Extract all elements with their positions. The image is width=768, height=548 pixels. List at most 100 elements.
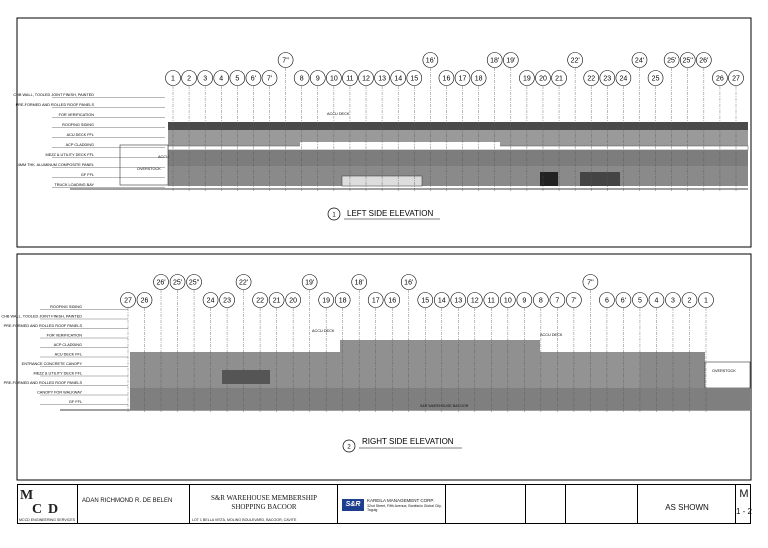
bottom-acu-deck-1: ACCU DECK (312, 329, 335, 333)
note-label: ROOFING SIDING (50, 305, 82, 309)
svg-text:C: C (32, 502, 42, 517)
gridline-label: 14 (438, 298, 446, 305)
gridline-label: 11 (346, 76, 353, 83)
gridline-bubble (268, 292, 285, 308)
gridline-bubble (516, 292, 533, 308)
gridline-bubble (615, 70, 632, 86)
designer-cell: ADAN RICHMOND R. DE BELEN (78, 485, 190, 523)
gridline-bubble (422, 52, 439, 68)
gridline-label: 7 (555, 298, 559, 305)
project-line2: SHOPPING BACOOR (231, 503, 297, 511)
project-line1: S&R WAREHOUSE MEMBERSHIP (210, 494, 318, 502)
firm-name: MCCD ENGINEERING SERVICES (19, 517, 76, 522)
gridline-label: 20 (539, 76, 547, 83)
gridline-label: 1 (171, 76, 175, 83)
gridline-label: 13 (454, 298, 462, 305)
gridline-label: 18 (339, 298, 347, 305)
scale-cell: AS SHOWN (638, 485, 736, 523)
top-title-number: 1 (332, 213, 336, 219)
bottom-title: RIGHT SIDE ELEVATION (362, 437, 454, 446)
top-acu-deck: ACCU DECK (327, 112, 350, 116)
note-label: PRE-FORMED AND ROLLED ROOF PANELS (4, 324, 83, 328)
gridline-bubble (326, 70, 342, 86)
gridline-bubble (301, 274, 318, 290)
top-overstock: OVERSTOCK (137, 167, 161, 171)
gridline-label: 10 (330, 76, 338, 83)
gridline-bubble (648, 292, 665, 308)
gridline-bubble (285, 292, 301, 308)
note-label: ENTRANCE CONCRETE CANOPY (22, 362, 83, 366)
gridline-bubble (502, 52, 519, 68)
gridline-bubble (712, 70, 728, 86)
gridline-label: 6' (621, 298, 626, 305)
gridline-label: 9 (316, 76, 320, 83)
sheet-prefix: M (739, 488, 749, 500)
blank-cell-2 (526, 485, 566, 523)
gridline-label: 14 (394, 76, 402, 83)
note-label: PRE-FORMED AND ROLLED ROOF PANELS (16, 103, 95, 107)
bottom-title-number: 2 (347, 445, 351, 451)
gridline-bubble (583, 70, 600, 86)
note-label: ACP CLADDING (66, 143, 94, 147)
gridline-bubble (615, 292, 632, 308)
gridline-bubble (406, 70, 423, 86)
firm-logo-icon: M C D (20, 488, 58, 517)
gridline-label: 22 (587, 76, 595, 83)
gridline-bubble (197, 70, 213, 86)
gridline-label: 15 (421, 298, 429, 305)
blank-cell-3 (566, 485, 638, 523)
gridline-bubble (433, 292, 450, 308)
gridline-bubble (384, 292, 401, 308)
gridline-label: 15 (410, 76, 418, 83)
gridline-label: 8 (539, 298, 543, 305)
bottom-left-notes: ROOFING SIDING CHB WALL, TOOLED JOINT FIN… (1, 305, 128, 405)
gridline-label: 7' (571, 298, 576, 305)
gridline-bubble (665, 292, 681, 308)
gridline-label: 18' (355, 280, 364, 287)
gridline-label: 19 (523, 76, 531, 83)
owner-cell: S&R KAREILA MANAGEMENT CORP. 32nd Street… (338, 485, 446, 523)
note-label: GF FFL (69, 400, 82, 404)
gridline-label: 4 (655, 298, 659, 305)
gridline-bubble (318, 292, 334, 308)
note-label: TRUCK LOADING BAY (54, 183, 94, 187)
gridline-bubble (535, 70, 551, 86)
top-acu: ACCU (158, 155, 169, 159)
top-left-notes: CHB WALL, TOOLED JOINT FINISH, PAINTEDPR… (13, 93, 165, 188)
gridline-label: 16 (443, 76, 451, 83)
gridline-label: 22 (256, 298, 264, 305)
gridline-bubble (417, 292, 434, 308)
svg-text:D: D (48, 502, 58, 517)
gridline-label: 18' (490, 58, 499, 65)
gridline-label: 16' (404, 280, 413, 287)
note-label: ROOFING SIDING (62, 123, 94, 127)
gridline-label: 2 (688, 298, 692, 305)
sheet-number-cell: M 1 - 2 (736, 485, 752, 523)
note-label: CHB WALL, TOOLED JOINT FINISH, PAINTED (1, 315, 82, 319)
gridline-label: 7'' (587, 280, 594, 287)
bottom-acu-deck-2: ACCU DECK (540, 333, 563, 337)
sheet-number: 1 - 2 (736, 507, 752, 516)
gridline-bubble (599, 70, 616, 86)
gridline-label: 21 (273, 298, 281, 305)
gridline-bubble (358, 70, 374, 86)
gridline-label: 19' (305, 280, 314, 287)
gridline-label: 12 (362, 76, 370, 83)
gridline-bubble (342, 70, 358, 86)
gridline-bubble (261, 70, 278, 86)
gridline-label: 24 (620, 76, 628, 83)
gridline-bubble (136, 292, 153, 308)
gridline-bubble (438, 70, 455, 86)
gridline-label: 26' (156, 280, 165, 287)
gridline-bubble (566, 292, 582, 308)
top-title: LEFT SIDE ELEVATION (347, 209, 433, 218)
note-label: ACU DECK FFL (67, 133, 94, 137)
gridline-label: 16' (426, 58, 435, 65)
gridline-bubble (549, 292, 566, 308)
note-label: CANOPY FOR WALKWAY (37, 391, 82, 395)
gridline-bubble (374, 70, 390, 86)
note-label: 4MM THK. ALUMINUM COMPOSITE PANEL (18, 163, 94, 167)
owner-name: KAREILA MANAGEMENT CORP. (367, 498, 435, 503)
blank-cell-1 (446, 485, 526, 523)
gridline-bubble (400, 274, 417, 290)
